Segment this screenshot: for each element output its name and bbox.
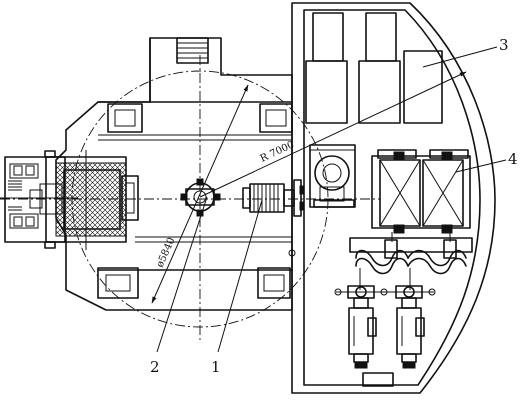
electric-cabinets — [305, 12, 443, 124]
hydraulic-system — [349, 232, 473, 290]
support-pads — [97, 103, 296, 299]
pump-right — [384, 285, 436, 369]
pump-left — [334, 285, 388, 369]
gear-box — [309, 144, 356, 208]
pad-top-left — [107, 103, 143, 133]
winch-units — [371, 149, 471, 234]
callout-4: 4 — [508, 150, 518, 168]
pump-motors — [334, 285, 436, 369]
callout-2: 2 — [150, 358, 160, 376]
rotating-platform — [55, 37, 293, 311]
pad-bottom-left — [97, 267, 139, 299]
furnace-unit — [0, 150, 139, 249]
central-pivot — [180, 178, 221, 217]
drive-motor — [242, 179, 304, 217]
callout-leaders — [156, 46, 507, 353]
callout-3: 3 — [499, 36, 509, 54]
callout-1: 1 — [211, 358, 221, 376]
stair-block — [176, 37, 209, 64]
pad-top-right — [259, 103, 293, 133]
dimension-lines — [151, 71, 467, 304]
pad-bottom-right — [257, 267, 291, 299]
